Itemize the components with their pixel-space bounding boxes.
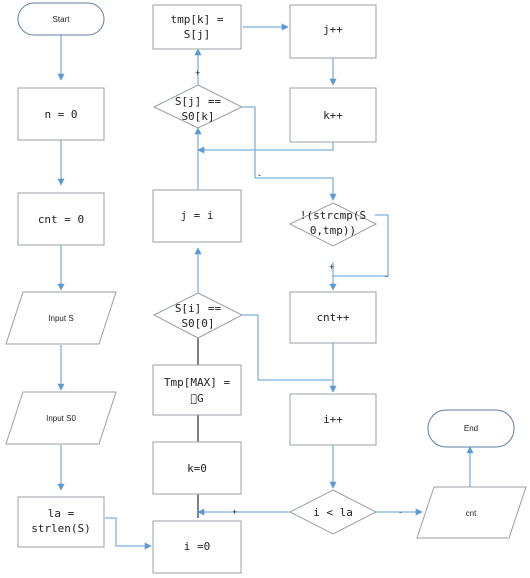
j-assign-label: j = i [180, 209, 213, 222]
input-s0-parallelogram [5, 391, 117, 445]
output-cnt-label: cnt [466, 509, 477, 518]
node-i-inc: i++ [289, 393, 377, 446]
arrow-cond-sj-false-to-strcmp [242, 106, 337, 201]
k-init-box [152, 441, 242, 495]
tmp-max-label-line1: Tmp[MAX] = [164, 376, 231, 389]
tmp-max-label-line2:  G [190, 392, 203, 405]
k-inc-label: k++ [323, 109, 343, 122]
input-s-label: Input S [48, 314, 73, 323]
i-inc-label: i++ [323, 413, 343, 426]
node-k-init: k=0 [152, 441, 242, 495]
tmp-copy-label-line2: S[j] [184, 28, 211, 41]
node-tmp-copy: tmp[k] = S[j] [152, 4, 242, 50]
n-init-label: n = 0 [44, 108, 77, 121]
k-inc-box [289, 87, 377, 143]
sign-minus-strcmp: - [385, 271, 388, 281]
cond-sj-diamond [152, 84, 244, 129]
start-label: Start [53, 15, 71, 24]
end-terminal [427, 409, 515, 448]
strcmp-diamond [288, 202, 378, 247]
node-tmp-max: Tmp[MAX] =  G [152, 364, 242, 416]
sign-minus-i-la: - [399, 507, 402, 517]
node-k-inc: k++ [289, 87, 377, 143]
cnt-init-box [17, 192, 105, 246]
node-j-inc: j++ [289, 4, 377, 59]
node-cond-i-la: i < la [288, 489, 378, 535]
la-box [17, 496, 105, 548]
node-la: la = strlen(S) [17, 496, 105, 548]
cond-i-la-diamond [288, 489, 378, 535]
node-strcmp: !(strcmp(S 0,tmp)) [288, 202, 378, 247]
cnt-init-label: cnt = 0 [38, 213, 84, 226]
cond-i-la-label: i < la [313, 506, 353, 519]
tmp-copy-box [152, 4, 242, 50]
i-inc-box [289, 393, 377, 446]
cond-si-label-line2: S0[0] [181, 317, 214, 330]
connectors [57, 23, 474, 550]
node-output-cnt: cnt [416, 486, 527, 539]
arrow-la-to-i-init [105, 517, 152, 550]
cond-si-label-line1: S[i] == [175, 302, 222, 315]
node-input-s: Input S [5, 291, 117, 345]
input-s0-label: Input S0 [46, 414, 76, 423]
start-terminal [17, 2, 105, 36]
j-inc-label: j++ [323, 23, 343, 36]
la-label-line2: strlen(S) [31, 522, 91, 535]
node-cond-si: S[i] == S0[0] [152, 292, 244, 339]
i-init-label: i =0 [184, 540, 211, 553]
cond-si-diamond [152, 292, 244, 339]
la-label-line1: la = [48, 507, 75, 520]
k-init-label: k=0 [187, 462, 207, 475]
arrow-cond-si-false [242, 314, 333, 381]
node-start: Start [17, 2, 105, 36]
n-init-box [17, 87, 105, 141]
node-j-assign: j = i [152, 189, 242, 243]
sign-plus-i-la: + [232, 507, 237, 517]
input-s-parallelogram [5, 291, 117, 345]
j-inc-box [289, 4, 377, 59]
node-end: End [427, 409, 515, 448]
node-i-init: i =0 [152, 520, 242, 574]
node-input-s0: Input S0 [5, 391, 117, 445]
tmp-copy-label-line1: tmp[k] = [171, 13, 224, 26]
node-n-init: n = 0 [17, 87, 105, 141]
cond-sj-label-line1: S[j] == [175, 95, 222, 108]
cnt-inc-label: cnt++ [316, 311, 349, 324]
cnt-inc-box [289, 291, 377, 344]
arrow-strcmp-false [333, 214, 389, 277]
node-cnt-init: cnt = 0 [17, 192, 105, 246]
sign-plus-strcmp: + [329, 262, 334, 272]
j-assign-box [152, 189, 242, 243]
cond-sj-label-line2: S0[k] [181, 110, 214, 123]
node-cnt-inc: cnt++ [289, 291, 377, 344]
node-cond-sj: S[j] == S0[k] [152, 84, 244, 129]
tmp-max-box [152, 364, 242, 416]
strcmp-label-line1: !(strcmp(S [300, 209, 366, 222]
sign-minus-sj: - [258, 170, 261, 180]
strcmp-label-line2: 0,tmp)) [310, 224, 356, 237]
i-init-box [152, 520, 242, 574]
branch-signs: + - + - + - [195, 68, 402, 517]
arrow-k-inc-back [197, 142, 334, 154]
end-label: End [464, 424, 478, 433]
sign-plus-sj: + [195, 68, 200, 78]
output-cnt-parallelogram [416, 486, 527, 539]
